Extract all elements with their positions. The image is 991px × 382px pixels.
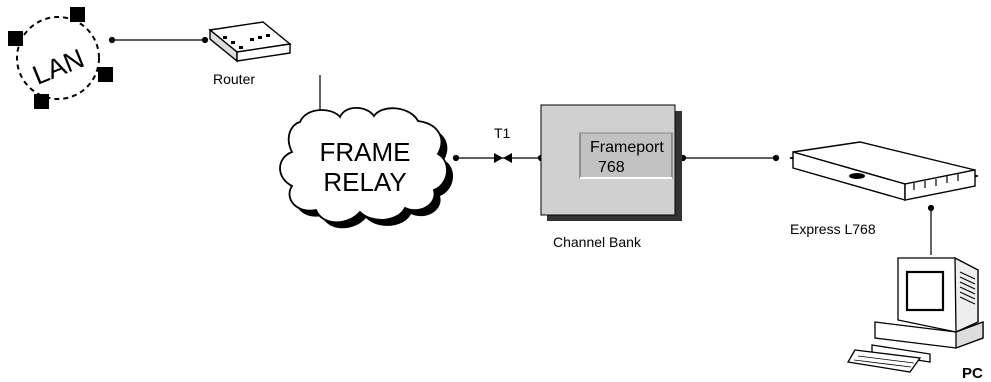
- frame-relay-line1: FRAME: [320, 137, 411, 167]
- channel-bank-display-line2: 768: [598, 159, 625, 176]
- express-led-icon: [913, 174, 959, 190]
- router-icon: [208, 21, 292, 63]
- pc-screen: [905, 270, 945, 312]
- pc-icon: [846, 256, 984, 373]
- channel-bank-label: Channel Bank: [553, 234, 642, 250]
- t1-connector-icon: [494, 153, 512, 163]
- router-ports: [223, 34, 270, 49]
- frame-relay-line2: RELAY: [323, 167, 406, 197]
- channel-bank-display-line1: Frameport: [590, 139, 664, 156]
- express-l768-label: Express L768: [790, 221, 876, 237]
- lan-ring: [16, 16, 100, 100]
- lan-station-icon: [98, 67, 113, 82]
- frame-relay-cloud-icon: FRAME RELAY: [279, 106, 454, 229]
- lan-station-icon: [34, 94, 49, 109]
- router-label: Router: [213, 71, 255, 87]
- express-l768-icon: [789, 141, 979, 201]
- lan-node: LAN: [8, 7, 113, 109]
- lan-station-icon: [70, 7, 85, 22]
- channel-bank-display: [579, 132, 673, 179]
- channel-bank-icon: Frameport 768: [540, 104, 682, 221]
- lan-station-icon: [8, 31, 23, 46]
- express-logo-icon: [849, 173, 865, 179]
- pc-vents: [959, 271, 976, 305]
- pc-label: PC: [962, 365, 983, 382]
- t1-label: T1: [494, 125, 511, 141]
- pc-keyboard-keys: [853, 355, 915, 368]
